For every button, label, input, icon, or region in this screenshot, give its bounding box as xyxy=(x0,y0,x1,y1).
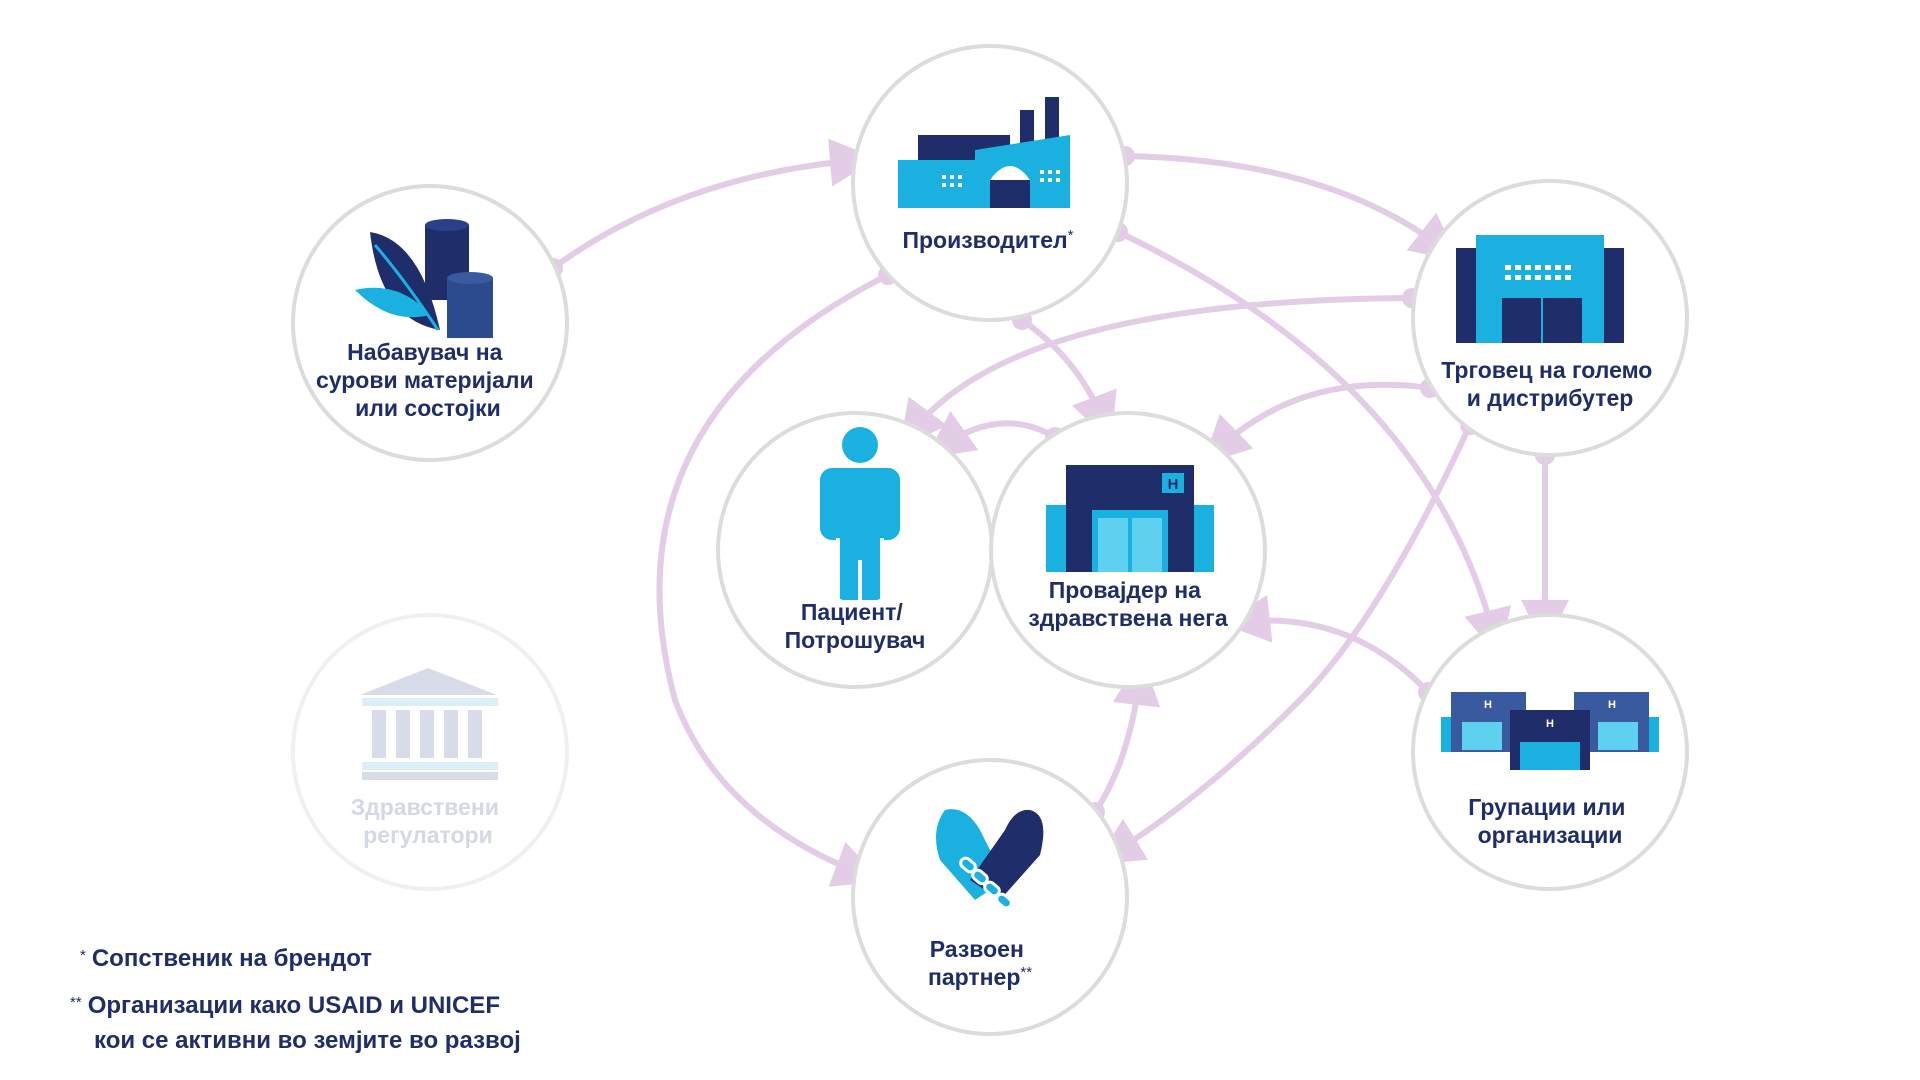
wholesaler-label-line-2: и дистрибутер xyxy=(1467,385,1634,411)
footnote-brand-owner: * Сопственик на брендот xyxy=(80,943,372,978)
warehouse-icon xyxy=(1456,235,1624,343)
arrow-dev-partner-to-provider xyxy=(1092,657,1161,815)
hospital-group-icon: H H H xyxy=(1441,692,1659,770)
dev-partner-label-line-1: Развоен xyxy=(930,936,1024,962)
hospital-icon: H xyxy=(1046,465,1214,572)
provider-label-line-2: здравствена нега xyxy=(1028,605,1227,631)
node-labels: Набавувач на сурови материјали или состо… xyxy=(316,227,1658,990)
arrow-provider-to-patient xyxy=(925,411,1058,459)
patient-label-line-2: Потрошувач xyxy=(785,627,926,653)
regulators-label-line-2: регулатори xyxy=(363,822,493,848)
factory-icon xyxy=(898,97,1070,208)
manufacturer-label-line-1: Производител xyxy=(902,227,1067,253)
patient-label-line-1: Пациент/ xyxy=(801,599,904,625)
plant-barrels-icon xyxy=(355,219,493,338)
arrow-wholesaler-to-dev-partner xyxy=(1094,422,1473,865)
dev-partner-node xyxy=(851,758,1129,1036)
dev-partner-label: Развоен партнер** xyxy=(928,936,1032,990)
svg-text:H: H xyxy=(1484,699,1492,711)
footnote-dev-partners: ** Организации како USAID и UNICEF кои се… xyxy=(70,990,521,1057)
supplier-label-line-2: сурови материјали xyxy=(316,367,534,393)
footnote-text-2-line-1: Организации како USAID и UNICEF xyxy=(87,992,500,1019)
arrow-wholesaler-to-provider xyxy=(1202,381,1433,465)
provider-label-line-1: Провајдер на xyxy=(1049,577,1201,603)
wholesaler-label-line-1: Трговец на големо xyxy=(1441,357,1652,383)
svg-text:H: H xyxy=(1546,718,1554,730)
government-building-icon xyxy=(360,668,498,780)
regulators-label: Здравствени регулатори xyxy=(351,794,506,848)
manufacturer-label: Производител* xyxy=(902,227,1073,253)
regulators-label-line-1: Здравствени xyxy=(351,794,499,820)
manufacturer-mark: * xyxy=(1068,227,1074,244)
footnote-mark-1: * xyxy=(80,947,86,964)
wholesaler-label: Трговец на големо и дистрибутер xyxy=(1441,357,1658,411)
svg-text:H: H xyxy=(1608,699,1616,711)
footnote-mark-2: ** xyxy=(70,994,82,1011)
patient-label: Пациент/ Потрошувач xyxy=(785,599,926,653)
supplier-label: Набавувач на сурови материјали или состо… xyxy=(316,339,540,421)
arrow-groups-to-provider xyxy=(1222,594,1431,695)
dev-partner-label-line-2: партнер xyxy=(928,964,1020,990)
handshake-icon xyxy=(936,809,1044,910)
arrow-manufacturer-to-dev-partner xyxy=(656,272,891,887)
arrow-wholesaler-to-patient xyxy=(899,295,1415,450)
provider-label: Провајдер на здравствена нега xyxy=(1028,577,1227,631)
supplier-label-line-1: Набавувач на xyxy=(347,339,502,365)
dev-partner-mark: ** xyxy=(1020,964,1032,981)
footnote-text-1: Сопственик на брендот xyxy=(91,945,373,972)
svg-text:H: H xyxy=(1168,476,1179,493)
groups-label-line-2: организации xyxy=(1478,822,1623,848)
groups-label-line-1: Групации или xyxy=(1468,794,1625,820)
groups-label: Групации или организации xyxy=(1468,794,1631,848)
arrow-supplier-to-manufacturer xyxy=(550,138,878,271)
person-icon xyxy=(820,427,900,600)
arrow-manufacturer-to-groups xyxy=(1115,229,1511,658)
arrow-manufacturer-to-provider xyxy=(1019,317,1117,442)
footnote-text-2-line-2: кои се активни во земјите во развој xyxy=(94,1027,521,1054)
supplier-label-line-3: или состојки xyxy=(355,395,501,421)
arrow-manufacturer-to-wholesaler xyxy=(1122,153,1460,262)
